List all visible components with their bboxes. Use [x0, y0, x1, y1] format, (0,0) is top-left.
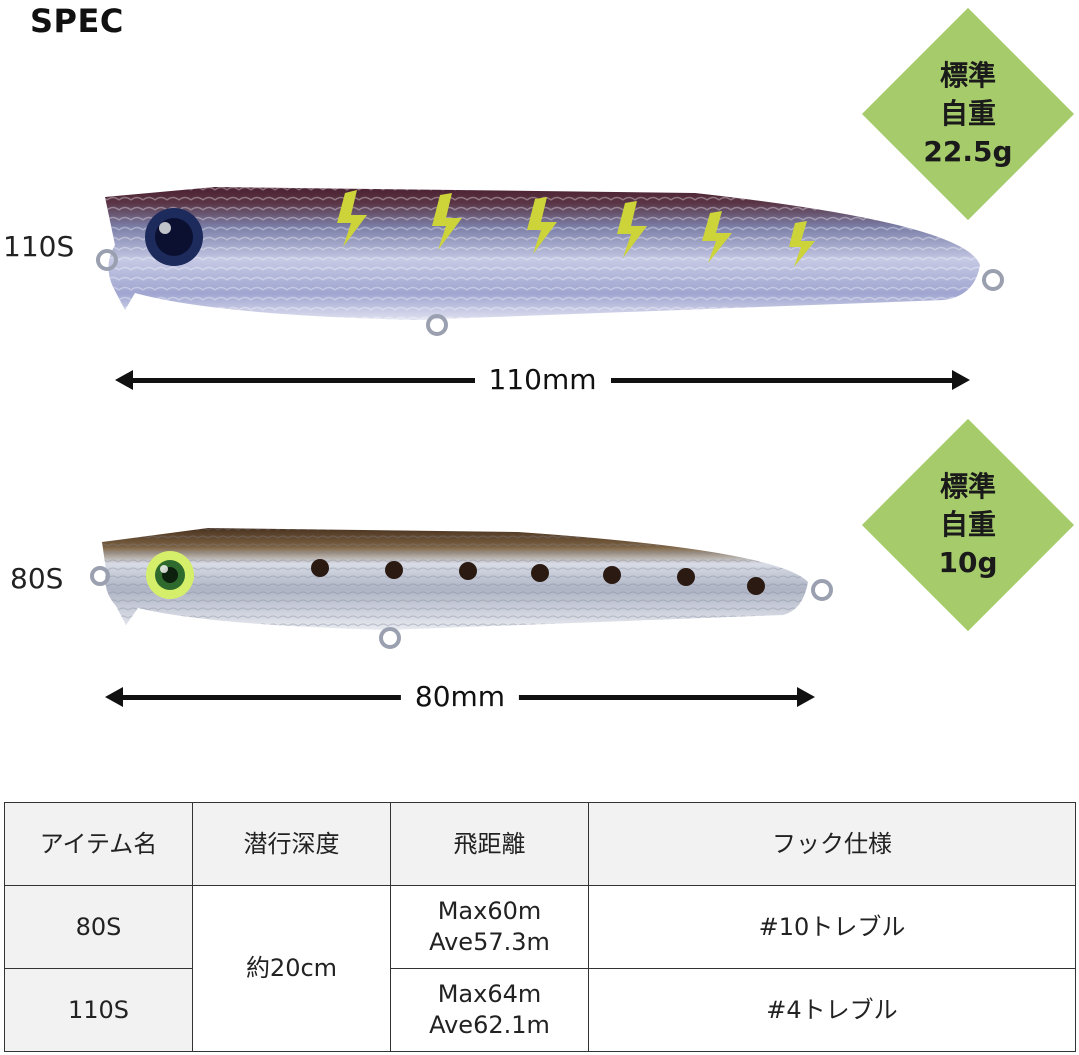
arrow-left-icon [115, 370, 133, 390]
cell-hook: #10トレブル [588, 885, 1076, 969]
weight-badge-value: 22.5g [923, 135, 1013, 168]
length-label-80s: 80mm [400, 679, 520, 715]
length-dimension-110s: 110mm [115, 360, 970, 400]
lure-name-110s: 110S [3, 230, 75, 263]
table-header-row: アイテム名 潜行深度 飛距離 フック仕様 [4, 802, 1076, 886]
weight-badge-80s: 標準 自重 10g [861, 418, 1075, 632]
arrow-right-icon [952, 370, 970, 390]
weight-badge-line: 標準 [939, 59, 996, 92]
header-item-name: アイテム名 [4, 802, 193, 886]
distance-max: Max64m [437, 980, 542, 1008]
distance-ave: Ave62.1m [429, 1011, 550, 1039]
cell-hook: #4トレブル [588, 968, 1076, 1052]
weight-badge-value: 10g [938, 546, 998, 579]
table-row: 80S 約20cm Max60m Ave57.3m #10トレブル [4, 885, 1076, 1052]
weight-badge-text: 標準 自重 10g [862, 419, 1074, 631]
weight-badge-line: 標準 [939, 470, 996, 503]
weight-badge-line: 自重 [939, 97, 996, 130]
table-row: 110S Max64m Ave62.1m #4トレブル [4, 968, 1076, 1052]
distance-ave: Ave57.3m [429, 928, 550, 956]
header-hook: フック仕様 [588, 802, 1076, 886]
header-distance: 飛距離 [390, 802, 589, 886]
weight-badge-line: 自重 [939, 508, 996, 541]
lure-image-80s [90, 528, 833, 649]
length-dimension-80s: 80mm [105, 677, 815, 717]
cell-item-name: 80S [4, 885, 193, 969]
lure-image-110s [96, 187, 1004, 336]
arrow-left-icon [105, 687, 123, 707]
arrow-right-icon [797, 687, 815, 707]
weight-badge-110s: 標準 自重 22.5g [861, 7, 1075, 221]
cell-item-name: 110S [4, 968, 193, 1052]
weight-badge-text: 標準 自重 22.5g [862, 8, 1074, 220]
lure-name-80s: 80S [10, 562, 64, 595]
length-label-110s: 110mm [474, 362, 611, 398]
cell-depth: 約20cm [192, 885, 391, 1052]
header-depth: 潜行深度 [192, 802, 391, 886]
cell-distance: Max60m Ave57.3m [390, 885, 589, 969]
cell-distance: Max64m Ave62.1m [390, 968, 589, 1052]
page-title: SPEC [30, 2, 124, 40]
spec-table: アイテム名 潜行深度 飛距離 フック仕様 80S 約20cm Max60m Av… [4, 802, 1076, 1052]
distance-max: Max60m [437, 897, 542, 925]
